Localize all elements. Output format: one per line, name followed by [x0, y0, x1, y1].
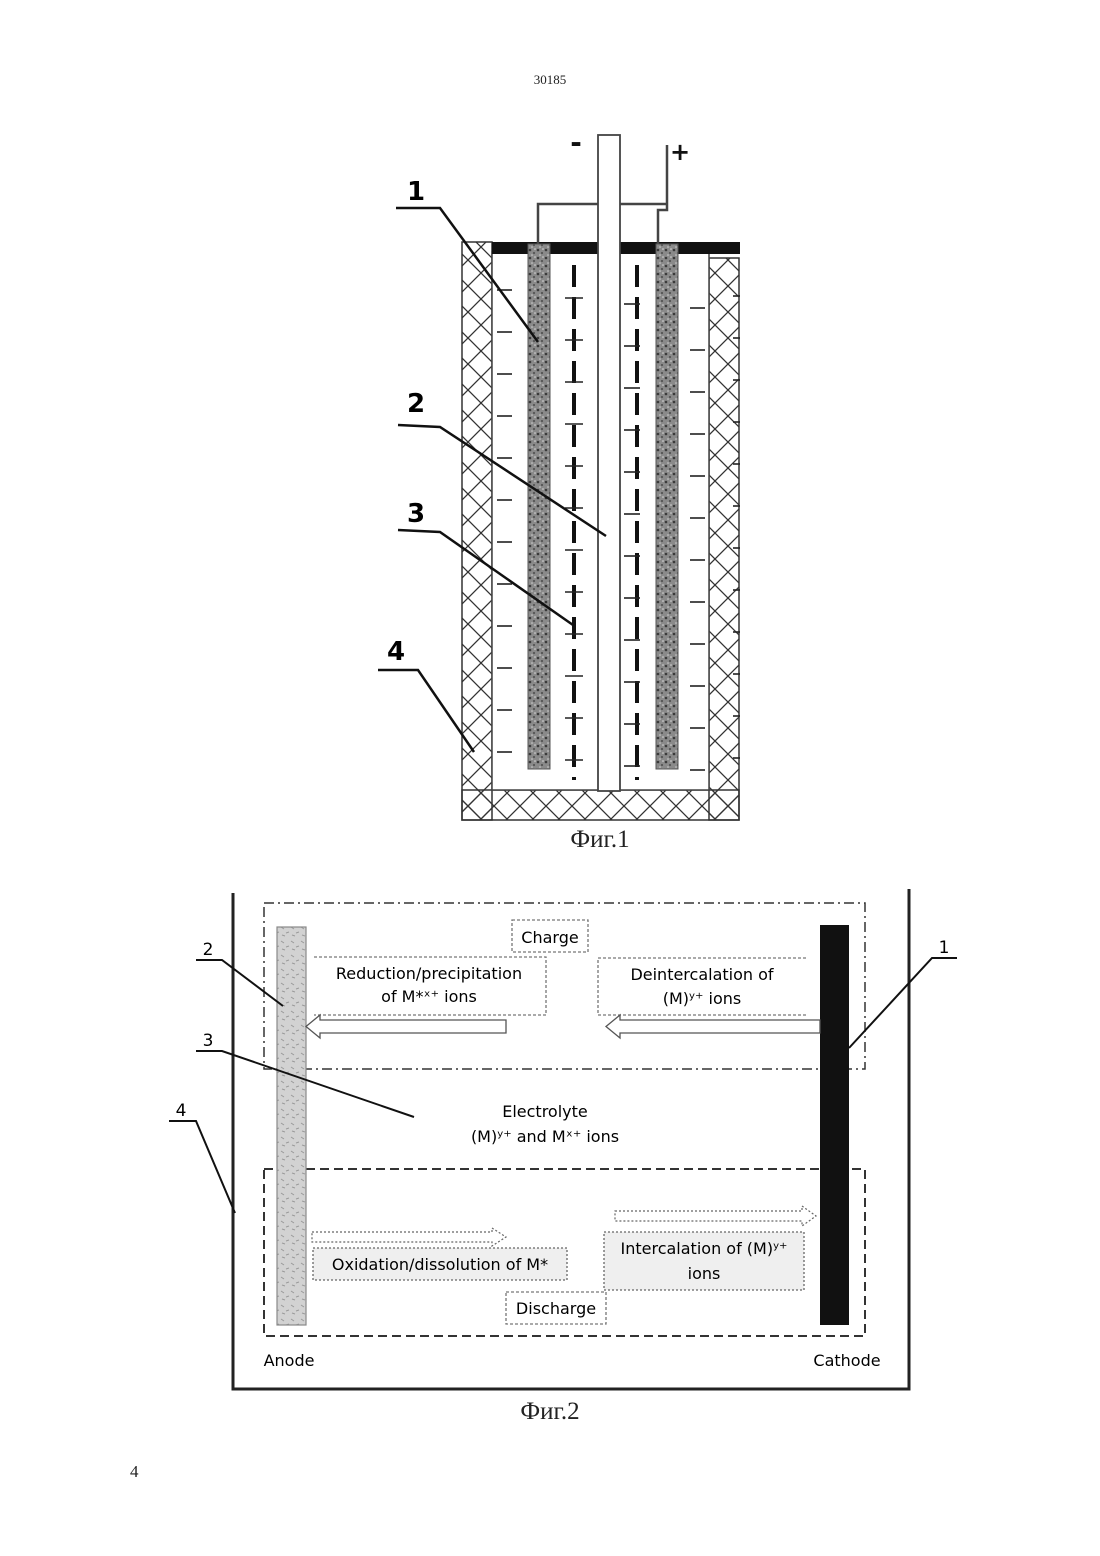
- cathode-electrode: [820, 925, 849, 1325]
- callout-2-fig2: 2: [196, 940, 283, 1006]
- reduction-line-2: of M*ˣ⁺ ions: [381, 987, 477, 1006]
- anode-label: Anode: [264, 1351, 315, 1370]
- intercalation-line-2: ions: [688, 1264, 721, 1283]
- electrolyte-line-1: Electrolyte: [502, 1102, 588, 1121]
- page-number: 4: [130, 1462, 139, 1482]
- deintercalation-line-1: Deintercalation of: [630, 965, 773, 984]
- svg-text:1: 1: [407, 177, 425, 207]
- electrolyte-line-2: (M)ʸ⁺ and Mˣ⁺ ions: [471, 1127, 619, 1146]
- svg-text:2: 2: [203, 940, 214, 960]
- discharge-label: Discharge: [516, 1299, 596, 1318]
- figure-2-caption: Фиг.2: [490, 1398, 610, 1426]
- negative-terminal-sign: -: [570, 126, 582, 159]
- discharge-arrow-anode: [312, 1228, 506, 1246]
- charge-label: Charge: [521, 928, 578, 947]
- reduction-line-1: Reduction/precipitation: [336, 964, 522, 983]
- svg-text:1: 1: [939, 938, 950, 958]
- page-code: 30185: [0, 72, 1100, 88]
- deintercalation-line-2: (M)ʸ⁺ ions: [663, 989, 742, 1008]
- svg-text:4: 4: [387, 637, 405, 667]
- intercalation-line-1: Intercalation of (M)ʸ⁺: [621, 1239, 788, 1258]
- charge-arrow-anode: [306, 1015, 506, 1038]
- anode-electrode: [277, 927, 306, 1325]
- charge-arrow-cathode: [606, 1015, 820, 1038]
- callout-4-fig2: 4: [169, 1101, 235, 1213]
- oxidation-label: Oxidation/dissolution of M*: [332, 1255, 548, 1274]
- positive-wire: [658, 145, 667, 244]
- svg-text:3: 3: [407, 499, 425, 529]
- callout-4: 4: [378, 637, 474, 752]
- svg-text:4: 4: [176, 1101, 187, 1121]
- svg-text:3: 3: [203, 1031, 214, 1051]
- cathode-label: Cathode: [813, 1351, 880, 1370]
- callout-1-fig2: 1: [849, 938, 957, 1048]
- porous-electrode-left: [528, 244, 550, 769]
- figure-1-caption: Фиг.1: [540, 826, 660, 854]
- central-electrode: [598, 135, 620, 791]
- figure-2-diagram: Charge Reduction/precipitation of M*ˣ⁺ i…: [160, 885, 960, 1405]
- porous-electrode-right: [656, 244, 678, 769]
- discharge-arrow-cathode: [615, 1206, 816, 1226]
- figure-1-diagram: - + 1 2 3 4: [360, 120, 760, 830]
- svg-text:2: 2: [407, 389, 425, 419]
- positive-terminal-sign: +: [670, 138, 690, 166]
